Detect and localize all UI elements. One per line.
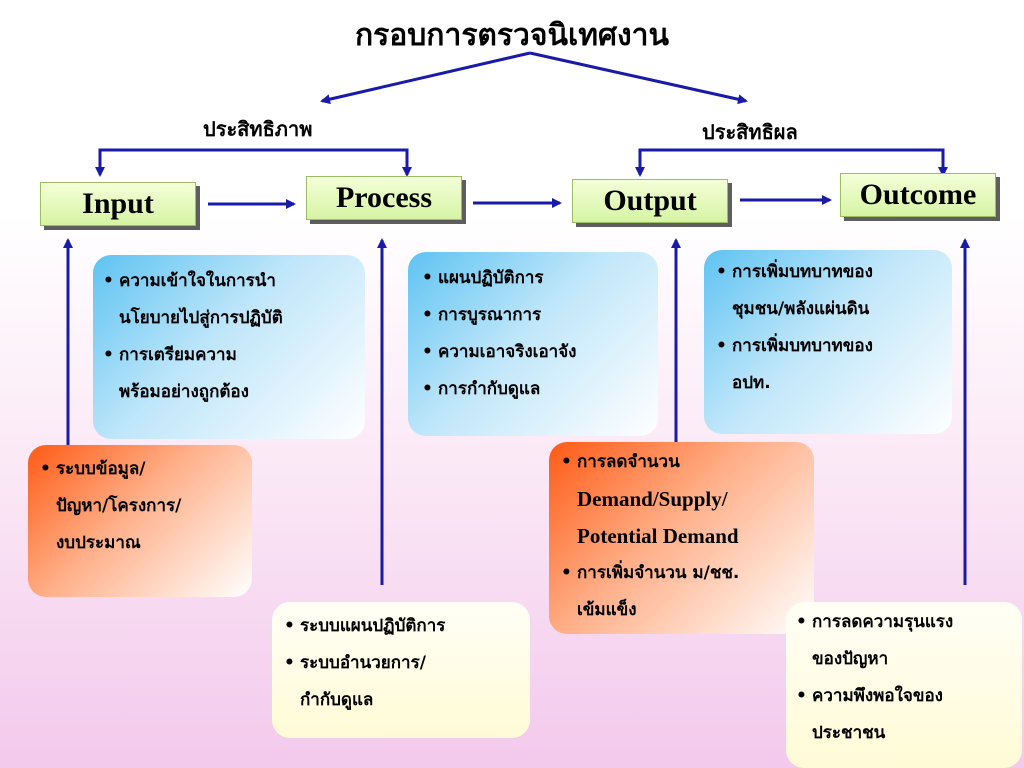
list-item: ความเข้าใจในการนำ xyxy=(99,263,359,300)
list-item: Potential Demand xyxy=(577,524,739,548)
list-item: ระบบข้อมูล/ xyxy=(36,451,244,488)
list-item: งบประมาณ xyxy=(56,533,141,553)
process-factors-box: ความเข้าใจในการนำ นโยบายไปสู่การปฏิบัติ … xyxy=(93,255,365,439)
efficiency-label: ประสิทธิภาพ xyxy=(203,117,313,141)
list-item: การกำกับดูแล xyxy=(418,371,648,408)
outcome-results-box: การลดความรุนแรง ของปัญหา ความพึงพอใจของ … xyxy=(786,602,1022,768)
list-item: ชุมชน/พลังแผ่นดิน xyxy=(732,299,870,319)
list-item: เข้มแข็ง xyxy=(577,600,637,620)
list-item: การลดความรุนแรง xyxy=(792,604,1016,641)
effectiveness-bracket xyxy=(638,148,945,172)
list-item: การลดจำนวน xyxy=(557,444,806,481)
list-item: ของปัญหา xyxy=(812,649,889,669)
output-stage: Output xyxy=(572,179,728,223)
list-item: กำกับดูแล xyxy=(300,690,374,710)
list-item: การเตรียมความ xyxy=(99,337,359,374)
outcome-factors-box: การเพิ่มบทบาทของ ชุมชน/พลังแผ่นดิน การเพ… xyxy=(704,250,952,434)
list-item: ความเอาจริงเอาจัง xyxy=(418,334,648,371)
list-item: แผนปฏิบัติการ xyxy=(418,260,648,297)
input-stage: Input xyxy=(40,182,196,226)
process-stage: Process xyxy=(306,176,462,220)
input-indicators-box: ระบบข้อมูล/ ปัญหา/โครงการ/ งบประมาณ xyxy=(28,445,252,597)
list-item: การเพิ่มจำนวน ม/ชช. xyxy=(557,555,806,592)
list-item: ปัญหา/โครงการ/ xyxy=(56,496,182,516)
list-item: นโยบายไปสู่การปฏิบัติ xyxy=(119,308,283,328)
outcome-stage: Outcome xyxy=(840,173,996,217)
output-indicators-box: การลดจำนวน Demand/Supply/ Potential Dema… xyxy=(549,442,814,634)
list-item: การเพิ่มบทบาทของ xyxy=(712,254,944,291)
title-to-efficiency-arrow xyxy=(320,51,531,105)
list-item: พร้อมอย่างถูกต้อง xyxy=(119,382,249,402)
list-item: ระบบแผนปฏิบัติการ xyxy=(280,608,522,645)
list-item: การบูรณาการ xyxy=(418,297,648,334)
diagram-title: กรอบการตรวจนิเทศงาน xyxy=(354,18,670,53)
list-item: อปท. xyxy=(732,373,771,393)
title-to-effectiveness-arrow xyxy=(529,51,748,105)
output-factors-box: แผนปฏิบัติการ การบูรณาการ ความเอาจริงเอา… xyxy=(408,252,658,436)
list-item: ความพึงพอใจของ xyxy=(792,678,1016,715)
process-systems-box: ระบบแผนปฏิบัติการ ระบบอำนวยการ/ กำกับดูแ… xyxy=(272,602,530,738)
list-item: ประชาชน xyxy=(812,723,886,743)
efficiency-bracket xyxy=(98,148,409,172)
effectiveness-label: ประสิทธิผล xyxy=(702,120,798,144)
list-item: Demand/Supply/ xyxy=(577,487,728,511)
list-item: การเพิ่มบทบาทของ xyxy=(712,328,944,365)
list-item: ระบบอำนวยการ/ xyxy=(280,645,522,682)
